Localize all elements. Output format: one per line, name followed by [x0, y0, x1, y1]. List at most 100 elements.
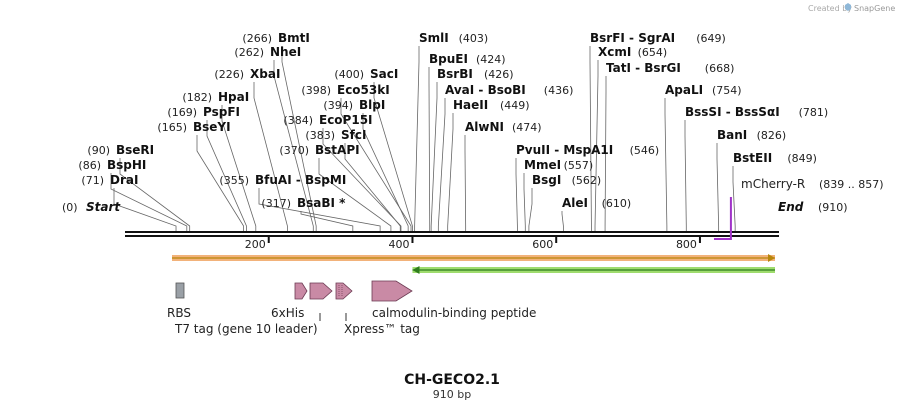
site-leader-line: [664, 98, 668, 231]
end-label: End: [778, 200, 804, 214]
site-position: (398): [301, 84, 331, 97]
site-name: DraI: [110, 173, 138, 187]
site-position: (355): [219, 174, 249, 187]
site-position: (426): [484, 68, 514, 81]
feature-t7-tag: T7 tag (gene 10 leader): [174, 282, 321, 336]
site-name: BsaBI *: [297, 196, 346, 210]
brand-text: SnapGene: [854, 4, 895, 13]
site-leader-line: [196, 135, 244, 231]
tick-label: 400: [388, 238, 409, 251]
site-position: (394): [323, 99, 353, 112]
calmodulin-label: calmodulin-binding peptide: [372, 306, 536, 320]
site-leader-line: [340, 98, 412, 231]
snapgene-logo-icon: [845, 3, 851, 11]
site-position: (165): [157, 121, 187, 134]
primer-arrow: [713, 197, 732, 240]
site-leader-line: [221, 105, 257, 231]
site-leader-line: [113, 188, 177, 231]
site-position: (169): [167, 106, 197, 119]
site-position: (754): [712, 84, 742, 97]
orf-reverse: [412, 266, 775, 274]
site-leader-line: [362, 113, 409, 231]
site-name: XcmI: [598, 45, 631, 59]
site-name: BssSI - BssSαI: [685, 105, 780, 119]
primer-mcherry-r: mCherry-R (839 .. 857): [713, 177, 884, 240]
t7-tag-label: T7 tag (gene 10 leader): [174, 322, 318, 336]
6xhis-label: 6xHis: [271, 306, 304, 320]
site-name: SfcI: [341, 128, 366, 142]
site-labels: (71)DraI(86)BspHI(90)BseRI(165)BseYI(169…: [78, 31, 828, 210]
site-name: NheI: [270, 45, 301, 59]
orf-forward: [172, 254, 775, 262]
site-name: BanI: [717, 128, 747, 142]
site-position: (424): [476, 53, 506, 66]
site-position: (400): [334, 68, 364, 81]
xpress-tag-label: Xpress™ tag: [344, 322, 420, 336]
site-leader-line: [110, 173, 188, 231]
start-pos: (0): [62, 201, 78, 214]
site-position: (226): [214, 68, 244, 81]
site-leader-line: [523, 173, 526, 231]
site-position: (826): [757, 129, 787, 142]
orf-arrows: [172, 254, 775, 274]
site-leader-line: [430, 82, 438, 231]
start-label: Start: [86, 200, 121, 214]
site-leader-line: [594, 60, 599, 231]
site-name: TatI - BsrGI: [606, 61, 681, 75]
rbs-marker: [175, 282, 185, 299]
rbs-label: RBS: [167, 306, 191, 320]
site-name: SmlI: [419, 31, 449, 45]
site-leader-line: [281, 46, 317, 231]
site-leader-line: [344, 143, 401, 231]
feature-rbs: RBS: [167, 282, 191, 320]
site-lines: [110, 46, 736, 231]
site-position: (370): [279, 144, 309, 157]
site-leader-line: [253, 82, 288, 231]
site-leader-line: [561, 211, 564, 231]
map-title: CH-GECO2.1: [404, 372, 500, 388]
site-leader-line: [464, 135, 467, 231]
site-name: BpuEI: [429, 52, 468, 66]
site-leader-line: [515, 158, 518, 231]
site-leader-line: [322, 128, 402, 231]
site-position: (317): [261, 197, 291, 210]
site-name: BseYI: [193, 120, 231, 134]
site-position: (182): [182, 91, 212, 104]
site-position: (384): [283, 114, 313, 127]
snapgene-logo: SnapGene: [845, 3, 895, 13]
site-position: (562): [572, 174, 602, 187]
primer-range: (839 .. 857): [819, 178, 884, 191]
tick-label: 600: [532, 238, 553, 251]
site-name: BlpI: [359, 98, 385, 112]
site-position: (781): [799, 106, 829, 119]
site-name: BsgI: [532, 173, 561, 187]
site-leader-line: [589, 46, 592, 231]
site-leader-line: [604, 76, 607, 231]
site-leader-line: [318, 158, 392, 231]
site-position: (654): [638, 46, 668, 59]
site-position: (849): [787, 152, 817, 165]
site-leader-line: [428, 67, 431, 231]
orf-arrowhead: [412, 266, 420, 274]
site-leader-line: [447, 113, 454, 231]
site-name: AlwNI: [465, 120, 504, 134]
site-name: BstEII: [733, 151, 772, 165]
site-position: (449): [500, 99, 530, 112]
site-position: (262): [234, 46, 264, 59]
site-position: (90): [87, 144, 110, 157]
site-position: (383): [305, 129, 335, 142]
site-name: EcoP15I: [319, 113, 373, 127]
site-name: BsrFI - SgrAI: [590, 31, 675, 45]
site-position: (403): [459, 32, 489, 45]
site-leader-line: [300, 211, 354, 231]
site-position: (474): [512, 121, 542, 134]
site-leader-line: [273, 60, 314, 231]
credit-text: Created by: [808, 4, 852, 13]
site-leader-line: [528, 188, 533, 231]
calmodulin-arrow: [371, 280, 413, 302]
site-position: (610): [602, 197, 632, 210]
tick-label: 200: [245, 238, 266, 251]
feature-calmodulin-binding-peptide: calmodulin-binding peptide: [371, 280, 536, 320]
